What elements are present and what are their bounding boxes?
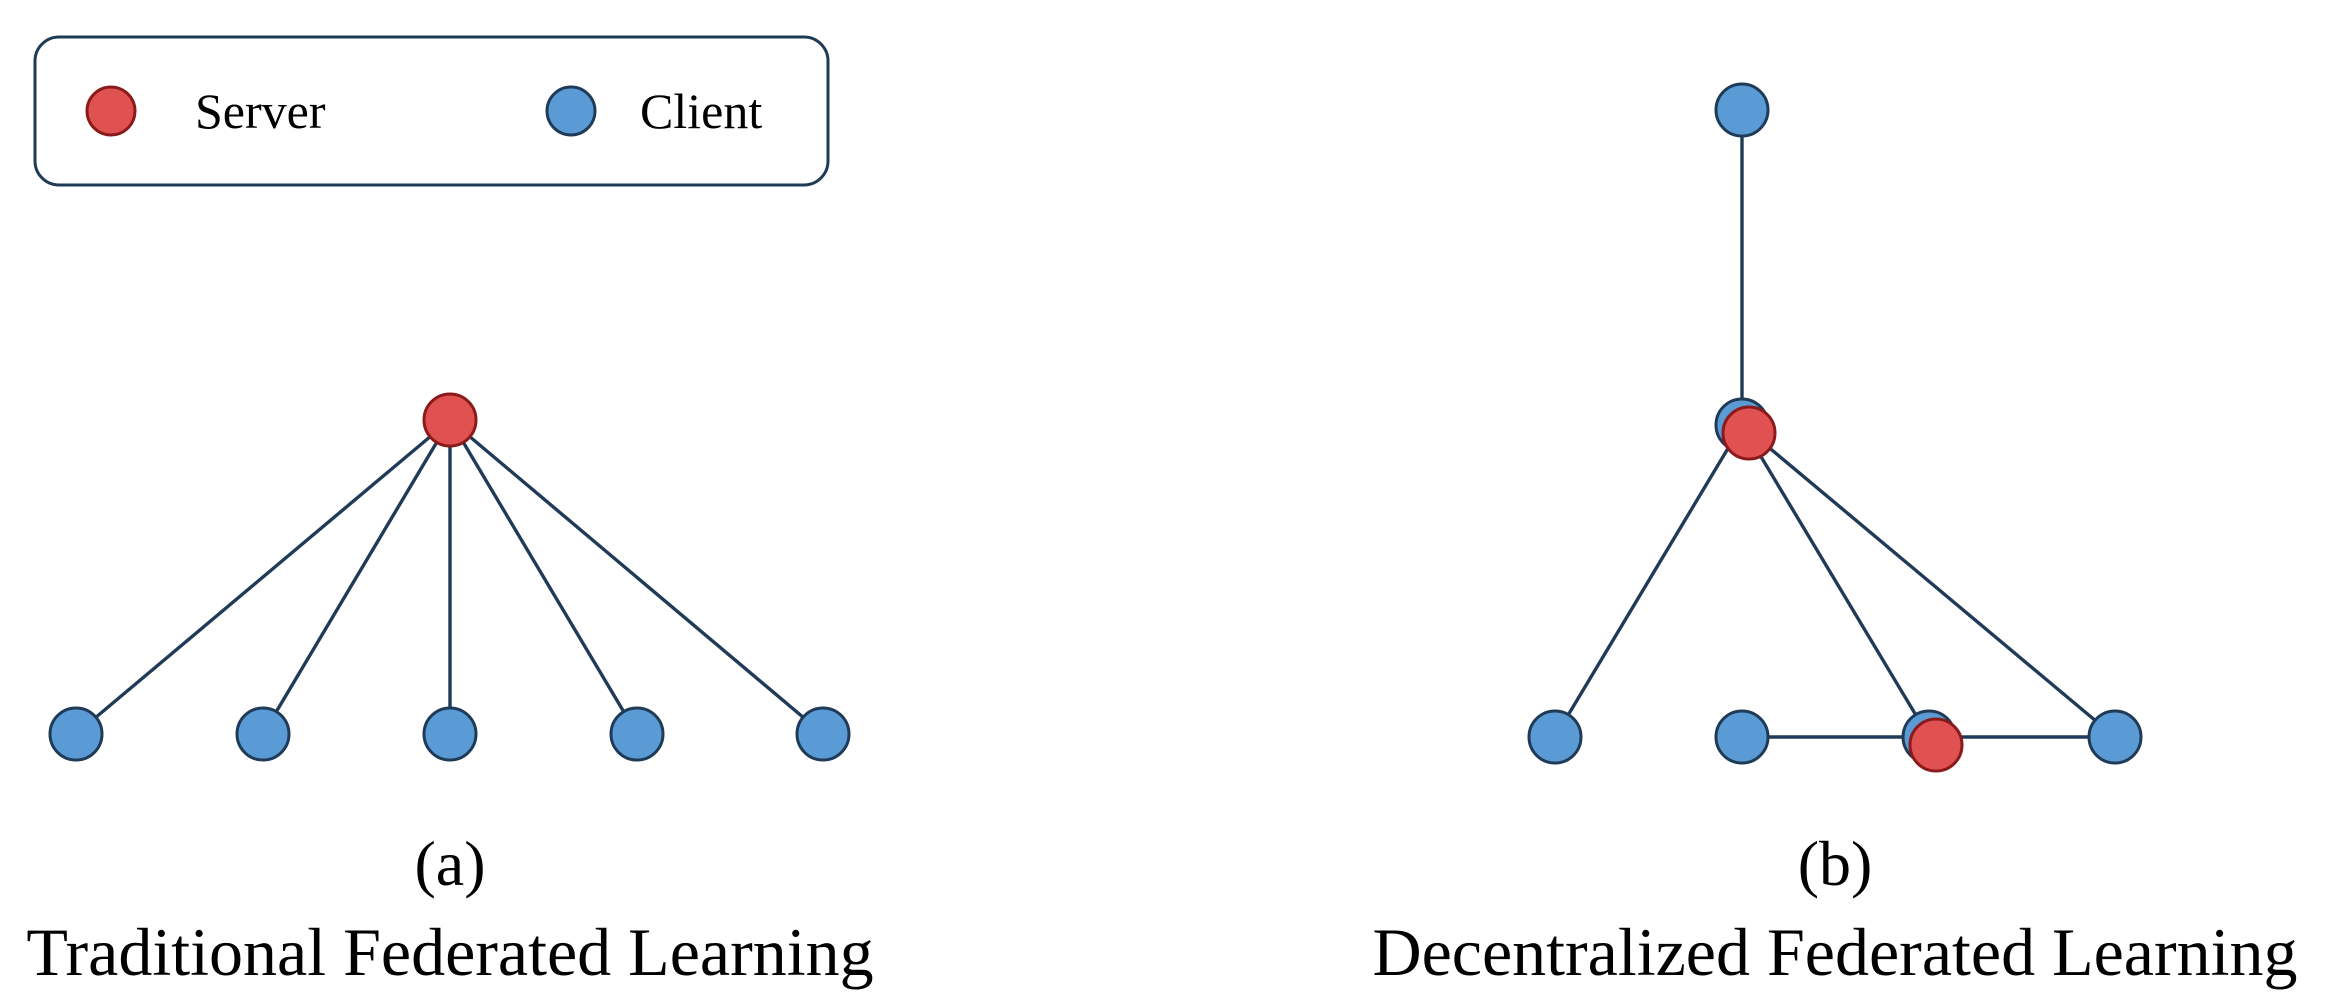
client-node: [48, 706, 104, 762]
legend-box: [33, 35, 830, 187]
legend-client-marker: [545, 85, 597, 137]
edge-hub-client-left: [1553, 423, 1744, 739]
diagram-a-title: Traditional Federated Learning: [26, 914, 873, 990]
hybrid-server-node: [1908, 717, 1964, 773]
legend: Server Client: [33, 35, 830, 187]
diagram-decentralized: (b) Decentralized Federated Learning: [1372, 82, 2298, 990]
diagram-traditional: (a) Traditional Federated Learning: [26, 392, 874, 990]
edge-server-client-4: [448, 418, 639, 736]
diagram-b-edges: [1553, 108, 2117, 739]
client-node: [235, 706, 291, 762]
diagram-b-title: Decentralized Federated Learning: [1372, 914, 2297, 990]
client-node: [609, 706, 665, 762]
hub-server-node: [1721, 405, 1777, 461]
legend-server-label: Server: [195, 83, 326, 139]
server-node: [422, 392, 478, 448]
client-node: [1714, 82, 1770, 138]
legend-server-marker: [85, 85, 137, 137]
edge-server-client-2: [261, 418, 452, 736]
client-node: [422, 706, 478, 762]
edge-server-client-5: [448, 418, 825, 736]
edge-hub-hybrid: [1740, 423, 1931, 739]
client-node: [2087, 709, 2143, 765]
edge-server-client-1: [74, 418, 452, 736]
legend-client-label: Client: [640, 83, 762, 139]
diagram-b-label: (b): [1798, 828, 1873, 899]
client-node: [795, 706, 851, 762]
diagram-a-label: (a): [414, 828, 485, 899]
edge-hub-client-right: [1740, 423, 2117, 739]
diagram-a-edges: [74, 418, 825, 736]
client-node: [1527, 709, 1583, 765]
client-node: [1714, 709, 1770, 765]
